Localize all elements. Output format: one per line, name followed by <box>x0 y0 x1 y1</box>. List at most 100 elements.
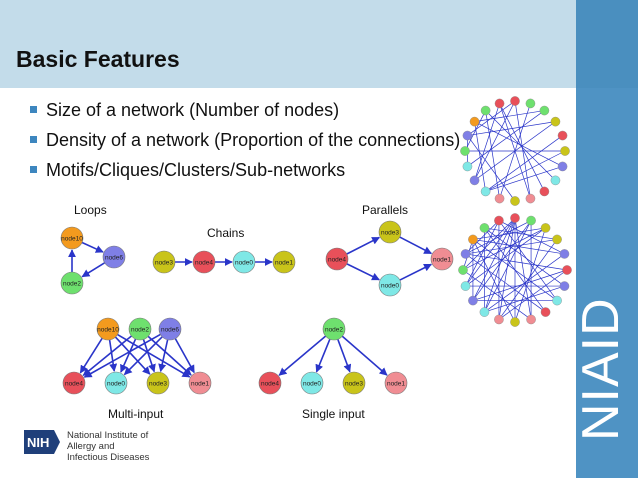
network-1-node <box>525 98 536 109</box>
node-circle <box>325 247 349 271</box>
slide-title: Basic Features <box>16 46 180 72</box>
network-2-node <box>460 281 471 291</box>
node-circle <box>146 371 170 395</box>
nih-logo-icon: NIH <box>24 430 60 454</box>
network-2-edge <box>465 253 546 313</box>
parallels-node: node3 <box>378 220 402 244</box>
parallels-edge <box>399 263 432 281</box>
node-circle <box>378 220 402 244</box>
node-label: node2 <box>325 326 343 333</box>
node-label: node10 <box>97 326 119 333</box>
multi-input-edge <box>79 337 103 374</box>
network-2-node <box>552 234 562 245</box>
network-2-edge <box>498 220 558 301</box>
loops-node: node6 <box>102 245 126 269</box>
network-2-edge <box>465 253 568 271</box>
node-circle <box>60 226 84 250</box>
node-label: node1 <box>387 380 405 387</box>
network-2-edge <box>465 220 500 255</box>
node-circle <box>192 250 216 274</box>
network-2-edge <box>498 217 516 320</box>
nih-line-2: Allergy and <box>67 441 115 452</box>
multi-input-edge <box>142 339 156 373</box>
network-2-node <box>526 314 536 325</box>
network-2-edge <box>462 217 516 271</box>
network-1-edge <box>485 150 566 192</box>
bullet-item: Size of a network (Number of nodes) <box>30 99 460 129</box>
node-circle <box>152 250 176 274</box>
parallels-edge <box>399 236 433 255</box>
network-2-edge <box>498 269 568 320</box>
network-1-edge <box>474 121 563 167</box>
network-1-node <box>460 146 470 156</box>
multi-input-label: Multi-input <box>108 407 164 421</box>
node-circle <box>96 317 120 341</box>
bullet-item: Motifs/Cliques/Clusters/Sub-networks <box>30 159 460 189</box>
chains-node: node0 <box>232 250 256 274</box>
node-circle <box>62 371 86 395</box>
node-circle <box>384 371 408 395</box>
parallels-node: node0 <box>378 273 402 297</box>
parallels-node: node4 <box>325 247 349 271</box>
network-1-node <box>462 130 473 141</box>
loops-edge <box>81 262 106 278</box>
niaid-brand-text: NIAID <box>572 297 630 441</box>
single-input-edge <box>278 335 327 376</box>
loops-edge <box>81 241 104 253</box>
node-circle <box>188 371 212 395</box>
network-1-edge <box>485 135 563 192</box>
network-2-node <box>552 295 562 306</box>
network-1-edge <box>474 103 500 181</box>
network-2-node <box>468 234 478 245</box>
node-circle <box>342 371 366 395</box>
network-1-node <box>550 116 561 127</box>
network-1-node <box>525 193 536 204</box>
network-1-edge <box>485 110 556 181</box>
network-1-node <box>480 186 491 197</box>
node-circle <box>272 250 296 274</box>
multi-input-node: node4 <box>62 371 86 395</box>
network-1-node <box>510 196 520 206</box>
node-label: node3 <box>155 259 173 266</box>
nih-logo-text: NIH <box>27 435 49 450</box>
network-2-edge <box>484 220 532 313</box>
network-2-node <box>540 307 551 317</box>
network-1-node <box>557 161 568 172</box>
network-2-node <box>458 265 468 275</box>
network-1-node <box>480 105 491 116</box>
node-label: node0 <box>107 380 125 387</box>
parallels-edge <box>346 236 381 255</box>
node-label: node6 <box>105 254 123 261</box>
chains-node: node3 <box>152 250 176 274</box>
chains-node: node4 <box>192 250 216 274</box>
network-2-edge <box>498 220 565 255</box>
single-input-node: node0 <box>300 371 324 395</box>
node-circle <box>60 271 84 295</box>
network-2-edge <box>465 239 558 255</box>
multi-input-edge <box>117 333 191 378</box>
network-2-edge <box>514 217 532 320</box>
network-2-node <box>468 295 478 306</box>
multi-input-edge <box>120 338 137 373</box>
network-2-edge <box>484 227 558 240</box>
network-1-edge <box>467 121 556 136</box>
node-label: node0 <box>235 259 253 266</box>
bullet-square-icon <box>30 136 37 143</box>
network-2-edge <box>462 269 532 320</box>
multi-input-node: node2 <box>128 317 152 341</box>
multi-input-edge <box>108 339 118 372</box>
node-label: node0 <box>381 282 399 289</box>
network-1-edge <box>474 100 516 181</box>
node-circle <box>128 317 152 341</box>
network-2-node <box>510 317 520 327</box>
node-label: node4 <box>65 380 83 387</box>
single-input-node: node2 <box>322 317 346 341</box>
network-1-node <box>539 105 550 116</box>
right-brand-band-top <box>576 0 638 88</box>
network-2-node <box>510 213 520 223</box>
single-input-edge <box>315 338 331 373</box>
network-1-node <box>494 193 505 204</box>
node-label: node4 <box>328 256 346 263</box>
network-1-node <box>539 186 550 197</box>
